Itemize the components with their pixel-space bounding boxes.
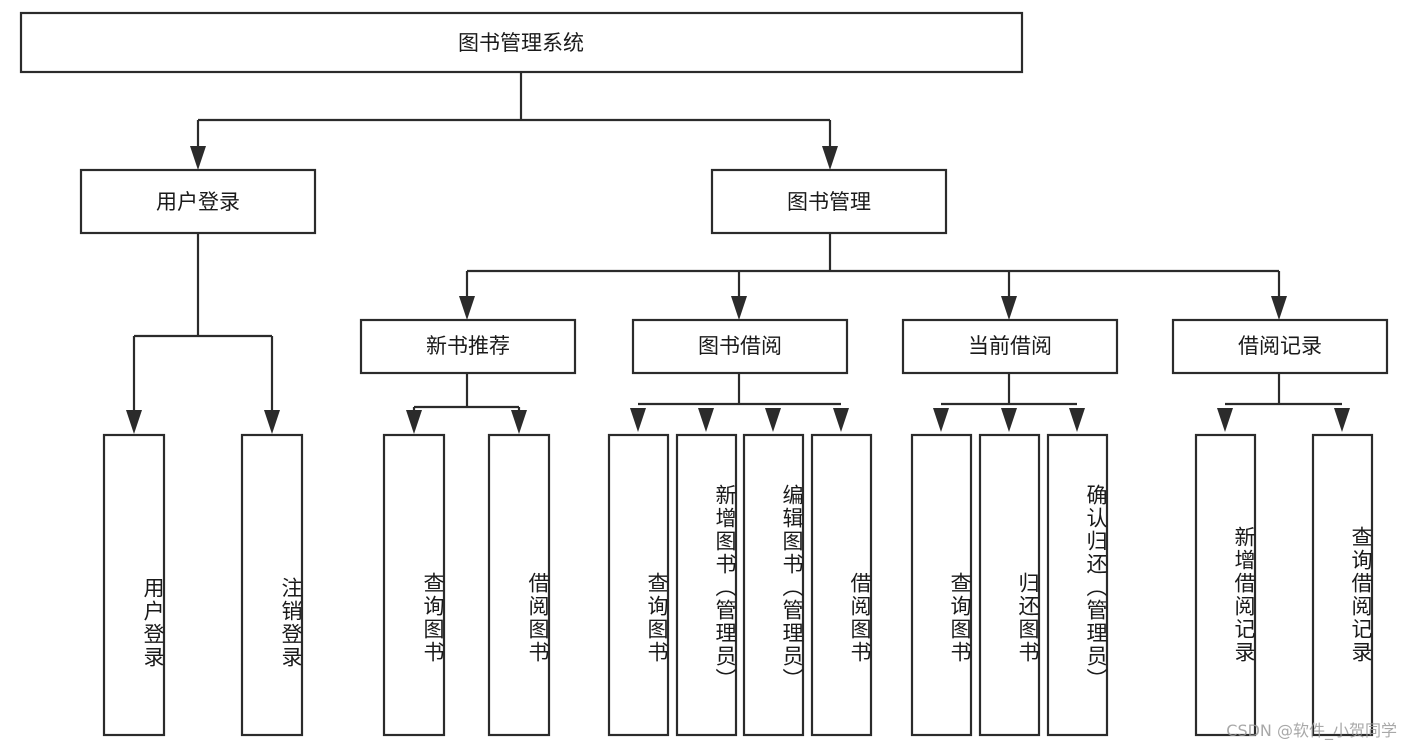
arrow-cb-leaf-2 bbox=[1001, 408, 1017, 432]
arrow-to-book-manage bbox=[822, 146, 838, 170]
node-book-borrow-label: 图书借阅 bbox=[698, 334, 782, 358]
node-book-borrow[interactable]: 图书借阅 bbox=[631, 318, 849, 375]
leaf-box-current-borrow-1[interactable] bbox=[910, 433, 973, 737]
arrow-ul-leaf-1 bbox=[126, 410, 142, 434]
node-borrow-record-label: 借阅记录 bbox=[1238, 334, 1322, 358]
leaf-box-book-borrow-3[interactable] bbox=[742, 433, 805, 737]
leaf-boxes-borrow-record bbox=[1194, 433, 1374, 737]
leaf-box-book-borrow-4[interactable] bbox=[810, 433, 873, 737]
arrow-nb-leaf-2 bbox=[511, 410, 527, 434]
leaf-boxes-new-book bbox=[382, 433, 551, 737]
arrow-nb-leaf-1 bbox=[406, 410, 422, 434]
arrow-to-borrow-record bbox=[1271, 296, 1287, 320]
node-new-book-recommend[interactable]: 新书推荐 bbox=[359, 318, 577, 375]
arrow-to-user-login bbox=[190, 146, 206, 170]
node-user-login[interactable]: 用户登录 bbox=[79, 168, 317, 235]
connectors-root-to-level2 bbox=[190, 72, 838, 170]
arrow-bb-leaf-2 bbox=[698, 408, 714, 432]
leaf-box-book-borrow-2[interactable] bbox=[675, 433, 738, 737]
leaf-box-new-book-2[interactable] bbox=[487, 433, 551, 737]
node-current-borrow-box[interactable] bbox=[901, 318, 1119, 375]
connectors-current-borrow-to-leaves bbox=[933, 373, 1085, 432]
node-book-manage[interactable]: 图书管理 bbox=[710, 168, 948, 235]
leaf-box-borrow-record-1[interactable] bbox=[1194, 433, 1257, 737]
node-new-book-recommend-box[interactable] bbox=[359, 318, 577, 375]
leaf-boxes-book-borrow bbox=[607, 433, 873, 737]
arrow-to-new-book bbox=[459, 296, 475, 320]
leaf-box-book-borrow-1[interactable] bbox=[607, 433, 670, 737]
node-book-manage-box[interactable] bbox=[710, 168, 948, 235]
node-new-book-recommend-label: 新书推荐 bbox=[426, 334, 510, 358]
node-borrow-record-box[interactable] bbox=[1171, 318, 1389, 375]
leaf-box-current-borrow-3[interactable] bbox=[1046, 433, 1109, 737]
connectors-user-login-to-leaves bbox=[126, 233, 280, 434]
leaf-box-user-login-2[interactable] bbox=[240, 433, 304, 737]
node-root[interactable]: 图书管理系统 bbox=[19, 11, 1024, 74]
connectors-book-manage-to-level3 bbox=[459, 233, 1287, 320]
leaf-box-borrow-record-2[interactable] bbox=[1311, 433, 1374, 737]
node-root-label: 图书管理系统 bbox=[458, 31, 584, 55]
arrow-to-current-borrow bbox=[1001, 296, 1017, 320]
arrow-to-book-borrow bbox=[731, 296, 747, 320]
node-user-login-box[interactable] bbox=[79, 168, 317, 235]
connectors-book-borrow-to-leaves bbox=[630, 373, 849, 432]
connectors-borrow-record-to-leaves bbox=[1217, 373, 1350, 432]
arrow-br-leaf-1 bbox=[1217, 408, 1233, 432]
arrow-bb-leaf-1 bbox=[630, 408, 646, 432]
node-current-borrow[interactable]: 当前借阅 bbox=[901, 318, 1119, 375]
node-root-box[interactable] bbox=[19, 11, 1024, 74]
arrow-cb-leaf-3 bbox=[1069, 408, 1085, 432]
arrow-bb-leaf-4 bbox=[833, 408, 849, 432]
arrow-br-leaf-2 bbox=[1334, 408, 1350, 432]
arrow-cb-leaf-1 bbox=[933, 408, 949, 432]
arrow-ul-leaf-2 bbox=[264, 410, 280, 434]
leaf-boxes-current-borrow bbox=[910, 433, 1109, 737]
leaf-box-new-book-1[interactable] bbox=[382, 433, 446, 737]
leaf-boxes-user-login bbox=[102, 433, 304, 737]
node-book-manage-label: 图书管理 bbox=[787, 190, 871, 214]
arrow-bb-leaf-3 bbox=[765, 408, 781, 432]
node-user-login-label: 用户登录 bbox=[156, 190, 240, 214]
leaf-box-user-login-1[interactable] bbox=[102, 433, 166, 737]
node-book-borrow-box[interactable] bbox=[631, 318, 849, 375]
connectors-new-book-to-leaves bbox=[406, 373, 527, 434]
node-borrow-record[interactable]: 借阅记录 bbox=[1171, 318, 1389, 375]
node-current-borrow-label: 当前借阅 bbox=[968, 334, 1052, 358]
leaf-box-current-borrow-2[interactable] bbox=[978, 433, 1041, 737]
